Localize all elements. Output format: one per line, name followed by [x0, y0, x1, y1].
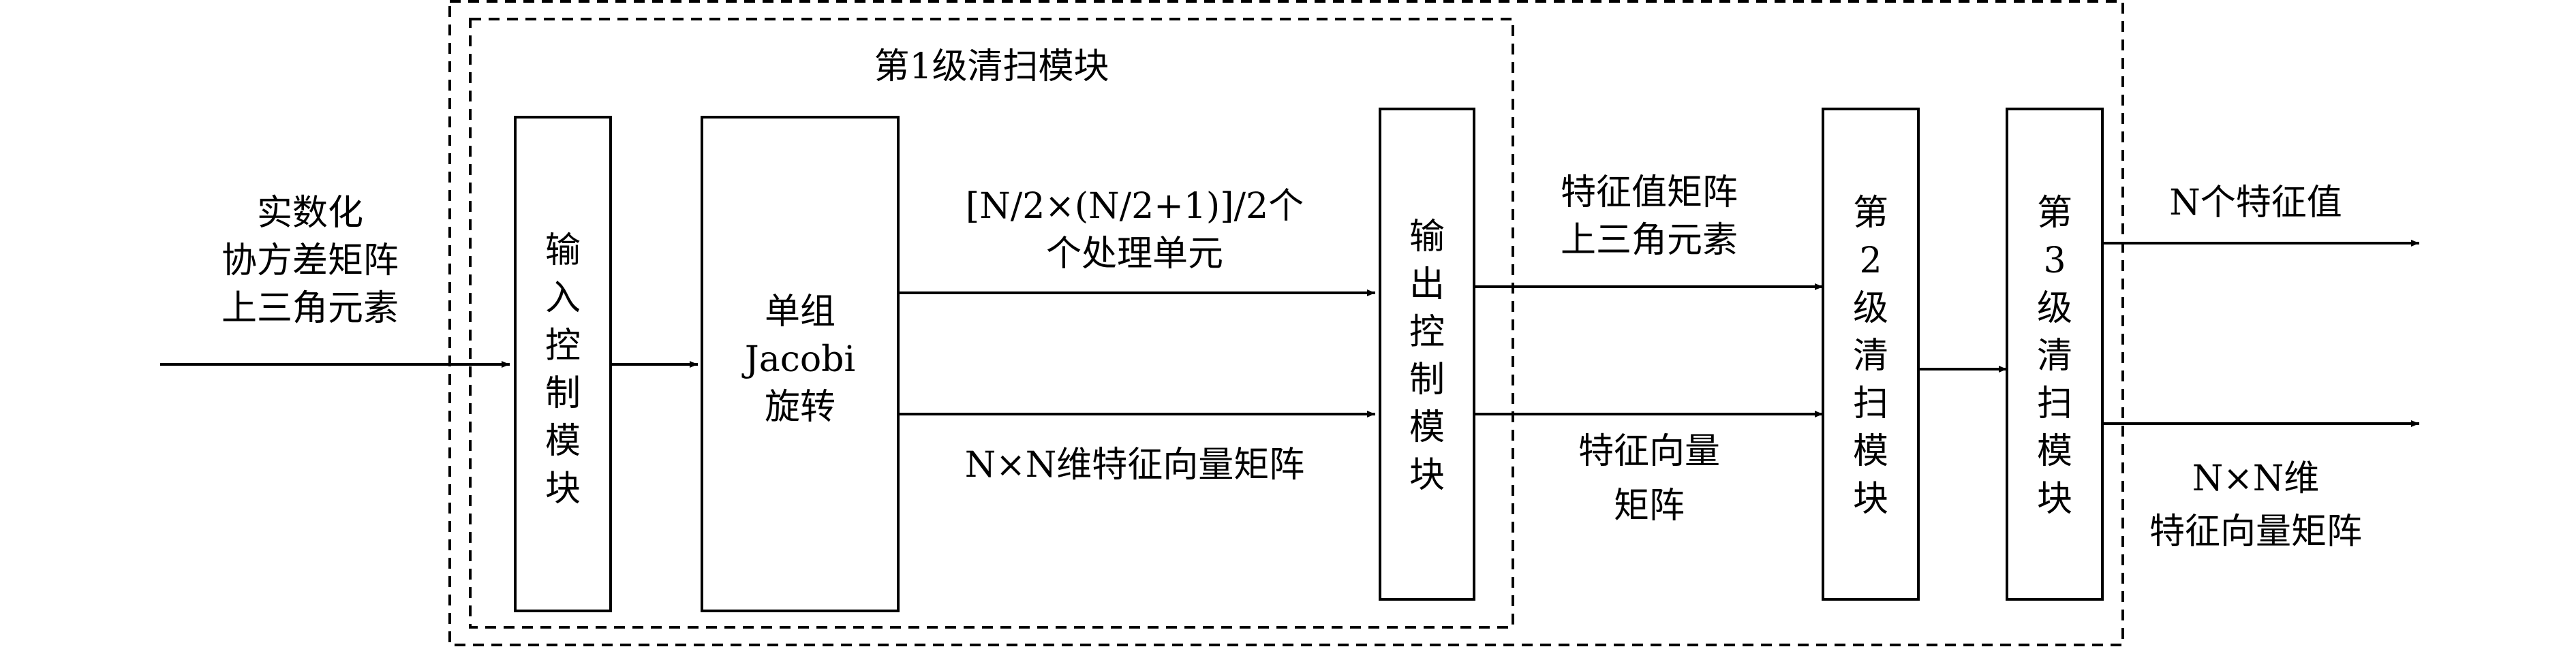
input-control-label: 输 入 控 制 模 块: [545, 230, 581, 509]
svg-text:旋转: 旋转: [765, 387, 835, 428]
outer-system-frame: [448, 0, 2124, 646]
stage1-label: 第1级清扫模块: [874, 46, 1109, 87]
svg-text:控: 控: [1409, 312, 1445, 353]
input-control-module: [514, 116, 612, 612]
stage3-label: 第 3 级 清 扫 模 块: [2037, 193, 2072, 520]
processing-units-label: [N/2×(N/2+1)]/2个 个处理单元: [966, 186, 1304, 274]
jacobi-label: 单组 Jacobi 旋转: [741, 291, 855, 428]
eigvec-matrix-label: 特征向量 矩阵: [1578, 431, 1720, 526]
stage3-sweep-module: [2006, 108, 2104, 601]
svg-text:扫: 扫: [1853, 383, 1888, 424]
output-control-label: 输 出 控 制 模 块: [1409, 217, 1445, 496]
svg-text:级: 级: [1853, 288, 1888, 329]
svg-text:块: 块: [1409, 455, 1445, 496]
svg-text:清: 清: [2037, 336, 2072, 377]
jacobi-rotation-block: [701, 116, 900, 612]
svg-text:特征向量: 特征向量: [1578, 431, 1720, 472]
svg-text:第: 第: [2037, 193, 2072, 234]
stage2-label: 第 2 级 清 扫 模 块: [1853, 193, 1888, 520]
svg-text:[N/2×(N/2+1)]/2个: [N/2×(N/2+1)]/2个: [966, 186, 1304, 227]
svg-text:2: 2: [1859, 240, 1882, 281]
svg-text:输: 输: [1409, 217, 1445, 257]
eigval-matrix-label: 特征值矩阵 上三角元素: [1561, 172, 1738, 261]
svg-text:扫: 扫: [2037, 383, 2072, 424]
svg-text:单组: 单组: [765, 291, 835, 332]
svg-text:出: 出: [1409, 264, 1445, 305]
svg-text:模: 模: [1853, 431, 1888, 472]
svg-text:矩阵: 矩阵: [1614, 486, 1685, 526]
output-eigvecs-label: N×N维 特征向量矩阵: [2149, 458, 2362, 552]
svg-text:3: 3: [2043, 240, 2066, 281]
input-label: 实数化 协方差矩阵 上三角元素: [221, 193, 399, 329]
output-eigenvalues-label: N个特征值: [2169, 183, 2342, 223]
svg-text:块: 块: [545, 469, 581, 509]
svg-text:入: 入: [545, 278, 581, 319]
svg-text:输: 输: [545, 230, 581, 271]
svg-text:N×N维: N×N维: [2192, 458, 2320, 499]
stage2-sweep-module: [1822, 108, 1920, 601]
svg-text:控: 控: [545, 326, 581, 366]
svg-text:特征向量矩阵: 特征向量矩阵: [2149, 511, 2362, 552]
svg-text:第: 第: [1853, 193, 1888, 234]
svg-text:协方差矩阵: 协方差矩阵: [221, 240, 399, 281]
svg-text:特征值矩阵: 特征值矩阵: [1561, 172, 1738, 213]
output-control-module: [1379, 108, 1475, 601]
svg-text:级: 级: [2037, 288, 2072, 329]
svg-text:模: 模: [2037, 431, 2072, 472]
svg-text:模: 模: [545, 421, 581, 462]
svg-text:制: 制: [1409, 360, 1445, 400]
svg-text:制: 制: [545, 373, 581, 414]
svg-text:Jacobi: Jacobi: [741, 339, 855, 380]
svg-text:实数化: 实数化: [257, 193, 363, 234]
svg-text:上三角元素: 上三角元素: [1561, 220, 1738, 261]
svg-text:模: 模: [1409, 407, 1445, 448]
svg-text:上三角元素: 上三角元素: [221, 288, 399, 329]
svg-text:个处理单元: 个处理单元: [1046, 234, 1223, 274]
svg-text:清: 清: [1853, 336, 1888, 377]
svg-text:块: 块: [2037, 479, 2072, 520]
eigvec-mid-label: N×N维特征向量矩阵: [965, 445, 1305, 486]
svg-text:块: 块: [1853, 479, 1888, 520]
stage1-frame: [469, 18, 1514, 629]
